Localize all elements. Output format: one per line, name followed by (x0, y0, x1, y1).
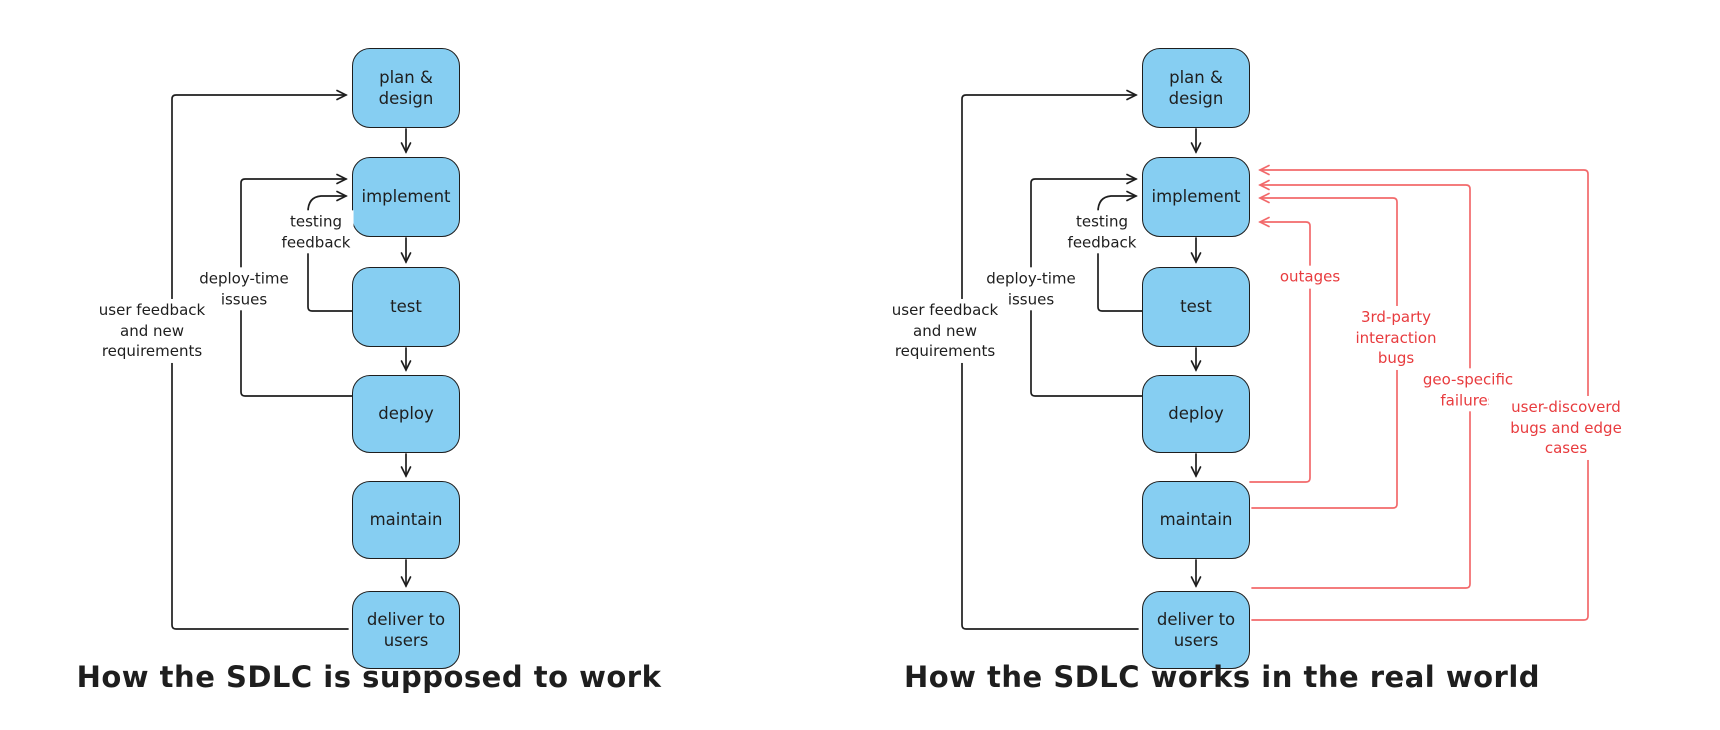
left-diagram-caption: How the SDLC is supposed to work (76, 660, 662, 694)
node-maintain: maintain (1142, 481, 1250, 559)
label-testing-feedback: testing feedback (278, 210, 354, 254)
node-deploy: deploy (1142, 375, 1250, 453)
node-label: maintain (1159, 510, 1233, 530)
node-label: maintain (369, 510, 443, 530)
node-label: test (1180, 297, 1212, 317)
label-deploy-time-issues: deploy-time issues (983, 267, 1079, 311)
label-user-feedback: user feedback and new requirements (95, 298, 209, 364)
node-plan-design: plan & design (1142, 48, 1250, 128)
node-implement: implement (1142, 157, 1250, 237)
node-label: deliver to users (1156, 609, 1236, 650)
node-label: deliver to users (366, 609, 446, 650)
arrow-user-discovered-bugs-loop (1251, 164, 1589, 621)
right-diagram-caption: How the SDLC works in the real world (903, 660, 1541, 694)
label-user-feedback: user feedback and new requirements (888, 298, 1002, 364)
label-geo-specific-failures: geo-specific failures (1419, 368, 1517, 412)
node-test: test (352, 267, 460, 347)
node-deploy: deploy (352, 375, 460, 453)
node-label: implement (361, 187, 451, 207)
node-label: test (390, 297, 422, 317)
label-user-discovered-bugs: user-discoverd bugs and edge cases (1489, 395, 1643, 461)
label-deploy-time-issues: deploy-time issues (196, 267, 292, 311)
node-maintain: maintain (352, 481, 460, 559)
node-label: plan & design (1168, 67, 1224, 108)
node-label: deploy (378, 404, 434, 424)
node-label: plan & design (378, 67, 434, 108)
label-outages: outages (1276, 265, 1344, 289)
node-label: implement (1151, 187, 1241, 207)
node-label: deploy (1168, 404, 1224, 424)
node-plan-design: plan & design (352, 48, 460, 128)
label-third-party-bugs: 3rd-party interaction bugs (1352, 305, 1440, 371)
node-implement: implement (352, 157, 460, 237)
arrow-outages-loop (1249, 216, 1311, 483)
node-deliver-to-users: deliver to users (352, 591, 460, 669)
arrow-testing-feedback-loop (307, 190, 353, 312)
arrow-testing-feedback-loop (1097, 190, 1143, 312)
label-testing-feedback: testing feedback (1064, 210, 1140, 254)
node-deliver-to-users: deliver to users (1142, 591, 1250, 669)
node-test: test (1142, 267, 1250, 347)
